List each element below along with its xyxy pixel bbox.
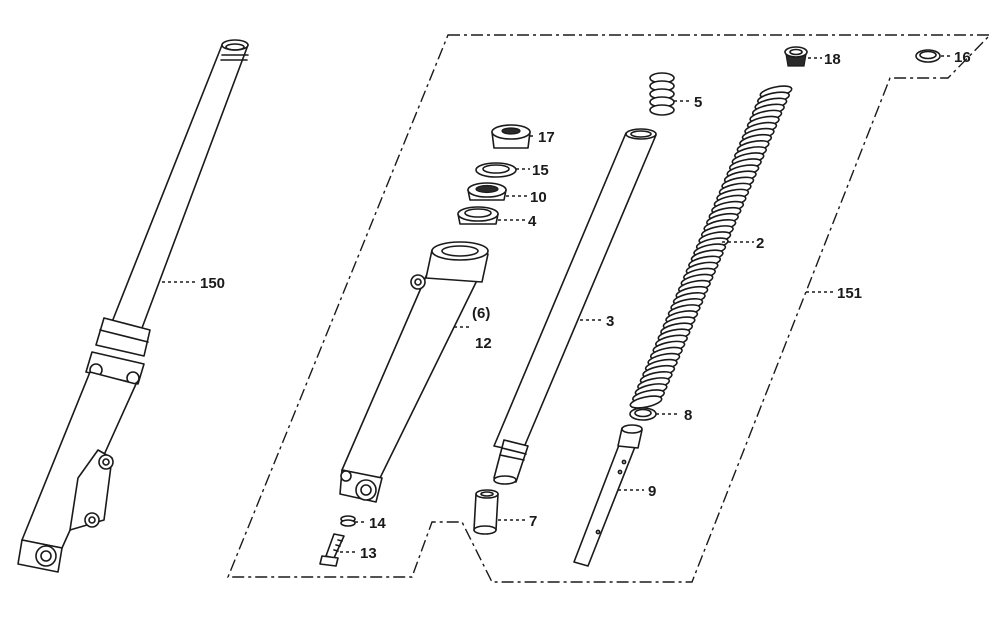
spring-washer-14: [340, 515, 356, 527]
label-6: (6): [472, 305, 490, 322]
bolt-13: [319, 533, 345, 567]
label-13: 13: [360, 545, 377, 562]
label-7: 7: [529, 513, 537, 530]
oil-seal-4: [457, 206, 499, 225]
label-14: 14: [369, 515, 386, 532]
damper-rod-9: [573, 424, 643, 567]
inner-tube-3: [493, 128, 657, 485]
label-151: 151: [837, 285, 862, 302]
cap-bolt-18: [784, 46, 808, 67]
spring-coil: [629, 395, 663, 409]
nut-17: [491, 124, 531, 149]
assembly-151-boundary: [226, 34, 992, 583]
fork-leg-assembly-150: [17, 39, 249, 573]
seal-10: [467, 182, 507, 201]
label-3: 3: [606, 313, 614, 330]
part-labels: 150 151 18 16 5 17 15 10 4 2 (6) 12 3 8 …: [200, 49, 971, 562]
label-15: 15: [532, 162, 549, 179]
label-9: 9: [648, 483, 656, 500]
piston-ring-8: [629, 407, 657, 421]
label-16: 16: [954, 49, 971, 66]
label-12: 12: [475, 335, 492, 352]
collar-7: [473, 489, 499, 535]
label-4: 4: [528, 213, 537, 230]
label-18: 18: [824, 51, 841, 68]
label-17: 17: [538, 129, 555, 146]
main-spring-2: [629, 85, 793, 409]
o-ring-16: [915, 49, 941, 63]
label-10: 10: [530, 189, 547, 206]
short-spring-5: [649, 72, 675, 116]
leader-lines: [162, 55, 952, 553]
label-5: 5: [694, 94, 702, 111]
label-8: 8: [684, 407, 692, 424]
outer-tube-12: [339, 241, 489, 503]
label-2: 2: [756, 235, 764, 252]
washer-15: [475, 162, 517, 178]
label-150: 150: [200, 275, 225, 292]
